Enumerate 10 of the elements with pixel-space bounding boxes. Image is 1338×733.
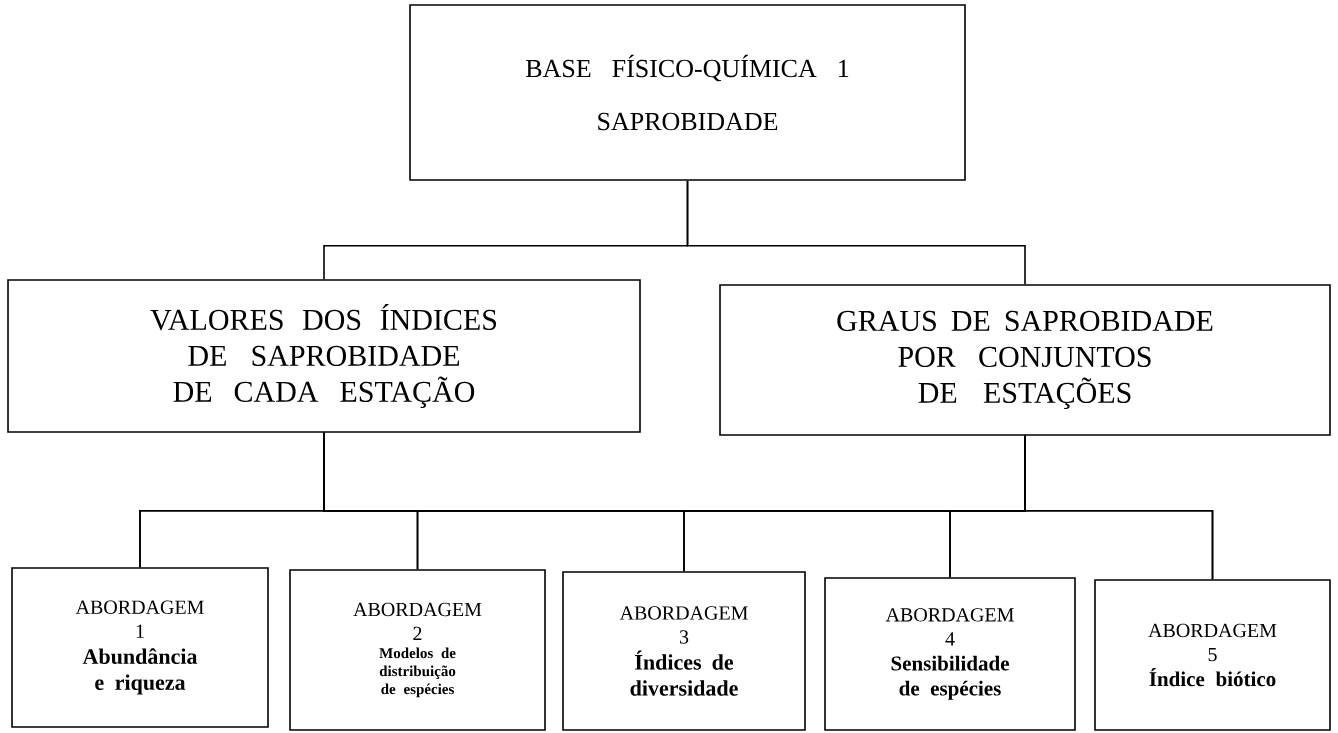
text-box: VALORES DOS ÍNDICES DE SAPROBIDADE DE CADA ESTAÇÃO bbox=[7, 279, 641, 433]
text-box: BASE FÍSICO-QUÍMICA 1 SAPROBIDADE bbox=[409, 4, 966, 181]
text-box: ABORDAGEM 1 Abundância e riqueza bbox=[11, 567, 269, 728]
connector-line bbox=[686, 180, 1026, 285]
text-box: ABORDAGEM 2 Modelos de distribuição de espécies bbox=[289, 569, 546, 731]
text-box: ABORDAGEM 3 Índices de diversidade bbox=[562, 571, 806, 731]
connector-line bbox=[1024, 435, 1214, 580]
text-box: ABORDAGEM 5 Índice biótico bbox=[1094, 579, 1331, 731]
text-box: GRAUS DE SAPROBIDADE POR CONJUNTOS DE ESTAÇÕES bbox=[719, 284, 1331, 436]
text-box: ABORDAGEM 4 Sensibilidade de espécies bbox=[824, 577, 1076, 731]
